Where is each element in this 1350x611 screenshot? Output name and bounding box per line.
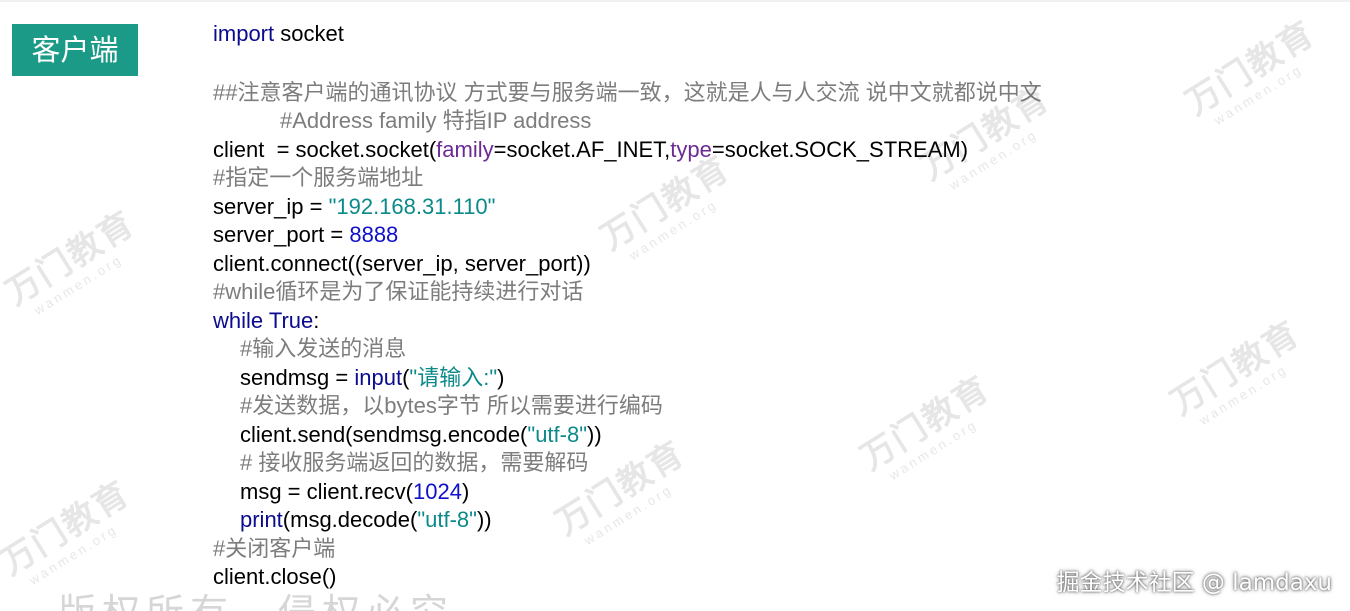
number-literal: 1024: [413, 478, 462, 504]
code-text: =socket.SOCK_STREAM): [711, 136, 969, 162]
watermark-url: wanmen.org: [1211, 61, 1306, 128]
code-line-sendmsg: sendmsg = input("请输入:"): [213, 364, 1213, 393]
param-name: family: [436, 136, 494, 162]
code-line-while: while True:: [213, 307, 1213, 336]
code-block: import socket ##注意客户端的通讯协议 方式要与服务端一致，这就是…: [213, 20, 1213, 592]
copyright-notice: 版权所有，侵权必究: [58, 582, 454, 611]
string-literal: "utf-8": [527, 421, 588, 447]
code-comment-5: #输入发送的消息: [240, 336, 407, 361]
code-line-connect: client.connect((server_ip, server_port)): [213, 250, 591, 276]
keyword: while: [213, 307, 264, 333]
code-line-1: import socket: [213, 20, 1213, 49]
code-text: client.send(sendmsg.encode(: [240, 421, 528, 447]
code-text: ): [497, 364, 505, 390]
code-line-server-port: server_port = 8888: [213, 221, 1213, 250]
string-literal: "192.168.31.110": [328, 193, 496, 219]
code-comment-4: #while循环是为了保证能持续进行对话: [213, 279, 584, 304]
code-line-print: print(msg.decode("utf-8")): [213, 506, 1213, 535]
string-literal: "请输入:": [409, 364, 498, 390]
top-divider: [0, 0, 1350, 2]
code-text: server_port =: [213, 222, 350, 247]
section-label-badge: 客户端: [12, 24, 138, 76]
blank-line: [213, 49, 1213, 79]
code-text: msg = client.recv(: [240, 478, 413, 504]
code-text: =socket.AF_INET,: [493, 136, 671, 162]
keyword: import: [213, 21, 275, 46]
watermark-text: 万门教育: [0, 203, 143, 314]
code-comment-2: #Address family 特指IP address: [280, 108, 592, 133]
code-line-recv: msg = client.recv(1024): [213, 478, 1213, 507]
code-text: ): [461, 478, 470, 504]
code-comment-7: # 接收服务端返回的数据，需要解码: [240, 450, 589, 475]
code-comment-1: ##注意客户端的通讯协议 方式要与服务端一致，这就是人与人交流 说中文就都说中文: [213, 79, 1042, 105]
code-line-send: client.send(sendmsg.encode("utf-8")): [213, 421, 1213, 450]
string-literal: "utf-8": [417, 507, 477, 532]
code-line-client: client = socket.socket(family=socket.AF_…: [213, 136, 1213, 165]
code-text: )): [587, 421, 602, 447]
param-name: type: [670, 136, 712, 162]
code-text: server_ip =: [213, 193, 329, 219]
code-text: (msg.decode(: [282, 507, 418, 532]
builtin-function: input: [354, 364, 403, 390]
watermark-text: 万门教育: [0, 473, 138, 584]
code-text: client = socket.socket(: [213, 136, 437, 162]
builtin-function: print: [240, 507, 283, 532]
code-text: )): [476, 507, 492, 532]
code-text: sendmsg =: [240, 364, 355, 390]
code-text: :: [313, 307, 320, 333]
source-credit: 掘金技术社区 @ lamdaxu: [1056, 570, 1332, 596]
code-text: (: [402, 364, 410, 390]
code-comment-3: #指定一个服务端地址: [213, 165, 424, 190]
watermark-url: wanmen.org: [31, 251, 126, 318]
code-comment-8: #关闭客户端: [213, 535, 336, 561]
code-line-server-ip: server_ip = "192.168.31.110": [213, 193, 1213, 222]
code-text: socket: [274, 21, 344, 46]
watermark-url: wanmen.org: [26, 521, 121, 588]
number-literal: 8888: [349, 222, 399, 247]
code-line-close: client.close(): [213, 564, 337, 589]
code-comment-6: #发送数据，以bytes字节 所以需要进行编码: [240, 393, 663, 418]
keyword: True: [268, 307, 314, 333]
